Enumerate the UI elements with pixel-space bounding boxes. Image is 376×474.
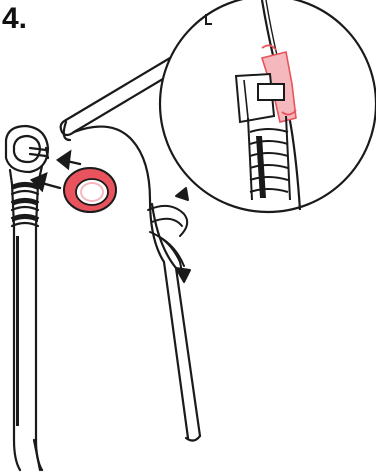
magnifier-detail-icon <box>160 0 376 212</box>
arrow-icon <box>148 188 190 282</box>
seal-ring-icon <box>64 168 116 212</box>
hose-shading <box>12 183 38 426</box>
